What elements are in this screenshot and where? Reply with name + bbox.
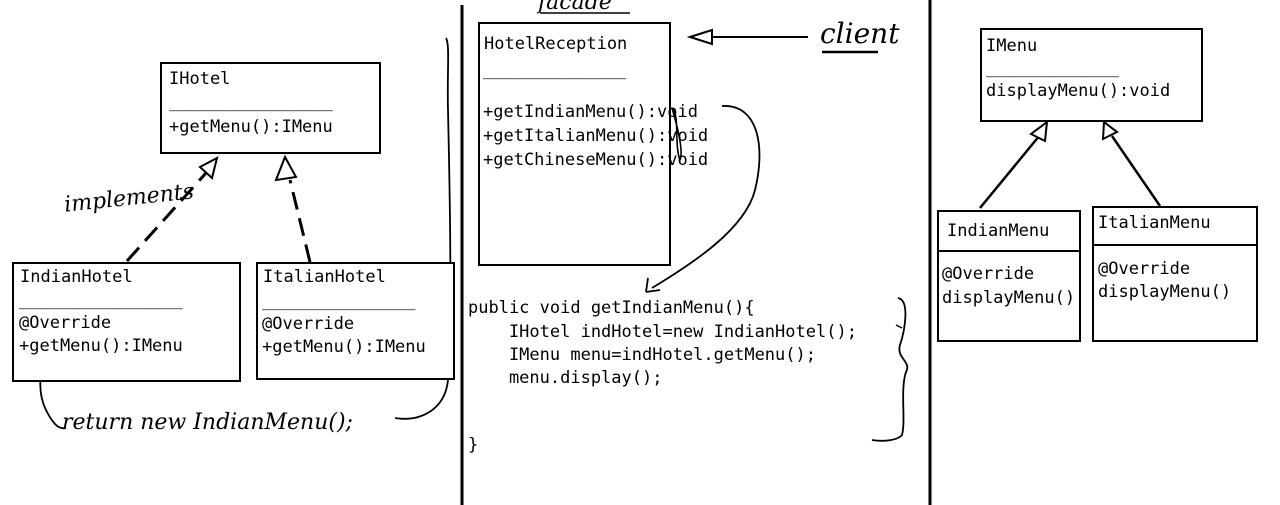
indian-menu-class-box: IndianMenu @Override displayMenu() (937, 210, 1081, 342)
imenu-separator: _____________ (986, 58, 1120, 78)
hotel-reception-separator: ______________ (483, 60, 627, 80)
ihotel-separator: ________________ (169, 92, 333, 112)
hotel-reception-method: +getChineseMenu():void (483, 150, 709, 170)
italian-menu-header (1094, 208, 1256, 246)
generalization-arrowhead-indian-menu (1029, 119, 1049, 143)
ihotel-class-box: IHotel ________________ +getMenu():IMenu (160, 62, 381, 154)
code-line: IHotel indHotel=new IndianHotel(); (468, 322, 857, 342)
implements-arrowhead-indian-hotel (198, 156, 219, 180)
generalization-italian-menu (1110, 135, 1162, 207)
code-line: IMenu menu=indHotel.getMenu(); (468, 345, 816, 365)
hotel-reception-class-box: HotelReception ______________ +getIndian… (478, 22, 708, 266)
client-note: client (820, 17, 900, 50)
code-line: } (468, 435, 479, 455)
implementation-arrow (651, 105, 761, 289)
ihotel-class-name: IHotel (169, 69, 231, 89)
return-note: return new IndianMenu(); (62, 410, 353, 435)
indian-hotel-method: +getMenu():IMenu (19, 336, 183, 356)
code-brace-tick (895, 324, 903, 329)
indian-menu-method: displayMenu() (942, 288, 1076, 308)
indian-hotel-class-name: IndianHotel (20, 267, 133, 287)
italian-hotel-class-name: ItalianHotel (263, 267, 386, 287)
hotel-reception-method: +getItalianMenu():void (483, 126, 709, 146)
generalization-arrowhead-italian-menu (1101, 120, 1119, 141)
italian-hotel-method: +getMenu():IMenu (262, 337, 426, 357)
facade-note: facade (538, 0, 612, 15)
code-brace (871, 297, 909, 442)
indian-hotel-class-box: IndianHotel ________________ @Override +… (12, 262, 241, 382)
client-arrowhead (686, 28, 713, 46)
generalization-indian-menu (979, 134, 1041, 209)
imenu-class-box: IMenu _____________ displayMenu():void (980, 28, 1203, 122)
indian-menu-override: @Override (942, 264, 1035, 284)
implements-arrow-indian-hotel (125, 171, 208, 263)
hotel-reception-method: +getIndianMenu():void (483, 102, 698, 122)
ihotel-method: +getMenu():IMenu (169, 117, 333, 137)
return-note-curve (394, 37, 452, 420)
italian-hotel-override: @Override (262, 314, 355, 334)
code-line: public void getIndianMenu(){ (468, 298, 755, 318)
implements-arrow-italian-hotel (288, 179, 312, 263)
italian-menu-override: @Override (1098, 259, 1191, 279)
indian-hotel-separator: ________________ (19, 290, 183, 310)
indian-menu-header (939, 212, 1079, 252)
code-line: menu.display(); (468, 368, 663, 388)
italian-hotel-separator: _______________ (262, 291, 416, 311)
implementation-arrowhead (645, 277, 661, 293)
indian-menu-class-name: IndianMenu (947, 221, 1050, 241)
method-bracket (671, 107, 682, 163)
hotel-reception-class-name: HotelReception (484, 34, 628, 54)
indian-hotel-override: @Override (19, 313, 112, 333)
imenu-method: displayMenu():void (986, 81, 1171, 101)
imenu-class-name: IMenu (986, 36, 1038, 56)
implements-arrowhead-italian-hotel (274, 154, 298, 182)
italian-menu-class-name: ItalianMenu (1098, 213, 1211, 233)
italian-menu-method: displayMenu() (1098, 282, 1232, 302)
italian-menu-class-box: ItalianMenu @Override displayMenu() (1092, 206, 1258, 342)
italian-hotel-class-box: ItalianHotel _______________ @Override +… (256, 262, 455, 380)
